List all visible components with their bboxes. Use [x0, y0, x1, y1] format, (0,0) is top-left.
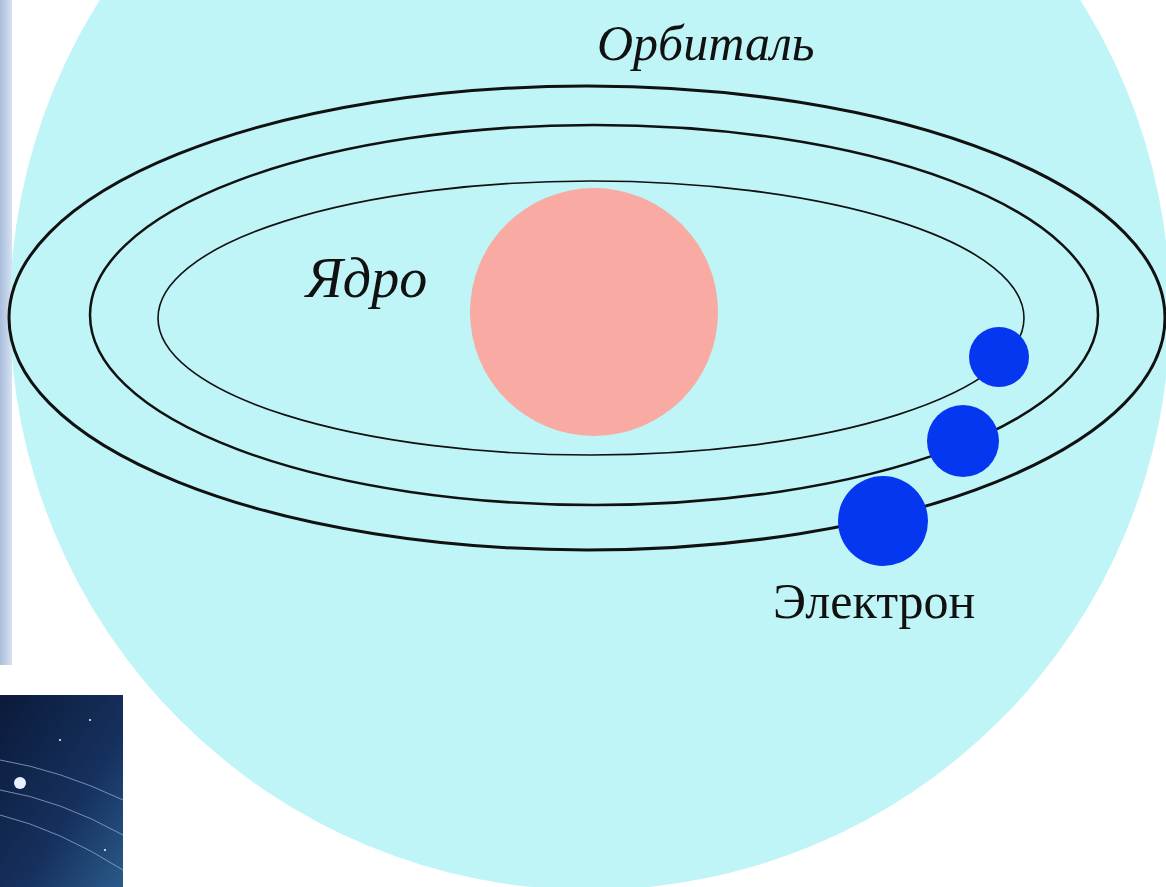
orbit-lines [9, 86, 1165, 550]
orbital-label: Орбиталь [597, 18, 815, 68]
thumbnail-ground [0, 695, 123, 887]
thumbnail-orbits [0, 760, 123, 870]
nucleus-label: Ядро [306, 250, 427, 306]
electron [838, 476, 928, 566]
thumbnail-line [0, 815, 123, 870]
thumbnail-planet [14, 777, 26, 789]
thumbnail-star [89, 719, 91, 721]
orbit-outer [9, 86, 1165, 550]
orbit-middle [90, 125, 1098, 505]
thumbnail-line [0, 790, 123, 835]
nucleus [470, 188, 718, 436]
thumbnail-star [104, 849, 106, 851]
orbit-inner [158, 181, 1024, 455]
electron [969, 327, 1029, 387]
atom-ground [10, 0, 1166, 887]
space-thumbnail [0, 695, 123, 887]
electrons [838, 327, 1029, 566]
thumbnail-star [59, 739, 61, 741]
electron-label: Электрон [773, 576, 975, 626]
electron [927, 405, 999, 477]
